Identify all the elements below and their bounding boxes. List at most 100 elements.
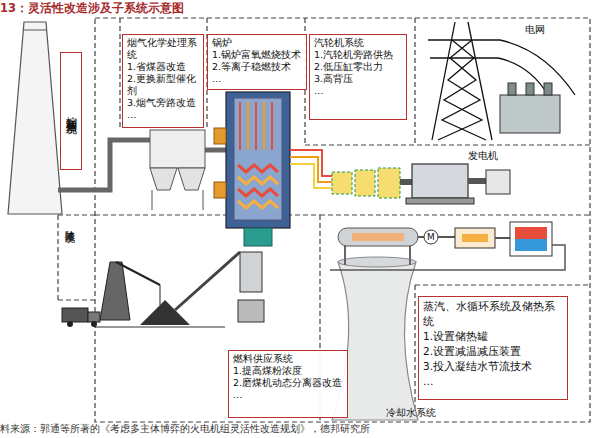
heat-storage-tank bbox=[510, 222, 552, 256]
coal-crane bbox=[100, 262, 130, 320]
box-item: 2.等离子稳燃技术 bbox=[212, 61, 302, 73]
box-heading: 燃料供应系统 bbox=[233, 353, 343, 365]
steam-line bbox=[290, 164, 332, 188]
pipe bbox=[438, 236, 455, 238]
collector-hopper bbox=[150, 168, 177, 190]
superheater-tube bbox=[239, 102, 241, 150]
heating-coil bbox=[238, 177, 278, 184]
boiler-furnace bbox=[234, 98, 282, 220]
region-label: 冷却水系统 bbox=[386, 407, 436, 419]
box-item: 2.磨煤机动态分离器改造 bbox=[233, 377, 343, 389]
tower-lattice bbox=[438, 40, 482, 140]
power-line bbox=[498, 58, 548, 95]
tower-arm bbox=[428, 39, 500, 40]
region-border bbox=[58, 299, 95, 300]
pump-motor bbox=[424, 230, 438, 244]
pipe bbox=[495, 237, 510, 239]
exciter bbox=[486, 170, 510, 194]
box-item: 3.投入凝结水节流技术 bbox=[423, 359, 563, 374]
steam-line bbox=[290, 157, 332, 182]
superheater-tube bbox=[255, 102, 257, 150]
burner bbox=[214, 128, 226, 144]
transformer-bushing bbox=[544, 83, 552, 95]
turbine-shaft bbox=[400, 179, 412, 185]
return-pipe bbox=[330, 245, 565, 270]
truck-wheel bbox=[67, 321, 73, 327]
truck-cab bbox=[88, 312, 100, 322]
cooling-pipe bbox=[344, 246, 346, 265]
heater bbox=[455, 228, 495, 248]
region-label: 电网 bbox=[525, 24, 545, 36]
region-border bbox=[414, 285, 415, 422]
dust-collector bbox=[150, 130, 205, 168]
turbine-stage bbox=[332, 172, 352, 194]
superheater bbox=[240, 102, 272, 150]
box-item: 1.设置储热罐 bbox=[423, 329, 563, 344]
motor-symbol-label: M bbox=[427, 231, 435, 243]
box-heading: 蒸汽、水循环系统及储热系统 bbox=[423, 299, 563, 329]
box-item: 1.汽轮机旁路供热 bbox=[314, 49, 402, 61]
subsystem-box: 锅炉1.锅炉富氧燃烧技术2.等离子稳燃技术… bbox=[207, 34, 307, 90]
chimney bbox=[8, 22, 62, 214]
pipe bbox=[418, 236, 424, 238]
tower-arm bbox=[430, 57, 498, 58]
region-border bbox=[305, 144, 590, 145]
box-item: … bbox=[212, 73, 302, 85]
transformer-bushing bbox=[526, 83, 534, 95]
turbine-stage bbox=[355, 170, 375, 196]
heating-coil bbox=[238, 189, 278, 196]
flue-duct bbox=[205, 148, 226, 153]
control-system-box: 控制和通信系统 bbox=[60, 52, 82, 170]
box-heading: 汽轮机系统 bbox=[314, 37, 402, 49]
generator bbox=[412, 164, 468, 198]
power-line bbox=[500, 40, 575, 95]
box-item: … bbox=[314, 85, 402, 97]
ground-line bbox=[95, 327, 225, 328]
superheater-tube bbox=[271, 102, 273, 150]
region-border bbox=[415, 284, 590, 285]
cooling-pipe bbox=[409, 246, 411, 265]
region-border bbox=[58, 214, 95, 215]
source-caption: 料来源：郭通等所著的《考虑多主体博弈的火电机组灵活性改造规划》，德邦研究所 bbox=[0, 423, 370, 436]
tower-lattice bbox=[442, 40, 486, 140]
box-item: 1.提高煤粉浓度 bbox=[233, 365, 343, 377]
heating-coil bbox=[238, 201, 278, 208]
figure-title: 13：灵活性改造涉及子系统示意图 bbox=[0, 1, 184, 16]
collector-hopper bbox=[178, 168, 205, 190]
box-item: 2.设置减温减压装置 bbox=[423, 344, 563, 359]
box-heading: 控制和通信系统 bbox=[65, 108, 77, 115]
chimney-band bbox=[24, 30, 46, 31]
subsystem-box: 燃料供应系统1.提高煤粉浓度2.磨煤机动态分离器改造… bbox=[228, 350, 348, 418]
coal-conveyor bbox=[175, 252, 240, 310]
region-label: 除渣系统 bbox=[63, 222, 75, 226]
truck-wheel bbox=[91, 321, 97, 327]
heating-coil bbox=[238, 165, 278, 172]
superheater-tube bbox=[263, 102, 265, 150]
region-border bbox=[414, 18, 415, 145]
cold-water bbox=[515, 239, 547, 251]
superheater-tube bbox=[247, 102, 249, 150]
region-label: 发电机 bbox=[468, 150, 498, 162]
region-border bbox=[119, 18, 120, 130]
box-item: 2.低压缸零出力 bbox=[314, 61, 402, 73]
box-heading: 烟气化学处理系统 bbox=[127, 37, 199, 61]
collector-leg bbox=[203, 190, 204, 210]
transformer-bushing bbox=[508, 83, 516, 95]
truck-body bbox=[62, 308, 88, 322]
region-borders bbox=[58, 18, 590, 422]
crane-cable bbox=[160, 285, 161, 305]
generator-base bbox=[406, 198, 474, 204]
ash-hopper bbox=[244, 228, 272, 246]
region-border bbox=[320, 214, 590, 215]
subsystem-box: 烟气化学处理系统1.省煤器改造2.更换新型催化剂3.烟气旁路改造… bbox=[122, 34, 204, 128]
coal-mill bbox=[238, 300, 264, 322]
subsystem-box: 汽轮机系统1.汽轮机旁路供热2.低压缸零出力3.高背压… bbox=[309, 34, 407, 120]
box-item: … bbox=[127, 109, 199, 121]
boiler-shell bbox=[226, 92, 290, 228]
generator-shaft bbox=[468, 178, 486, 184]
hot-water bbox=[515, 227, 547, 239]
box-item: 3.烟气旁路改造 bbox=[127, 97, 199, 109]
heater-core bbox=[462, 234, 488, 242]
box-item: … bbox=[423, 374, 563, 389]
